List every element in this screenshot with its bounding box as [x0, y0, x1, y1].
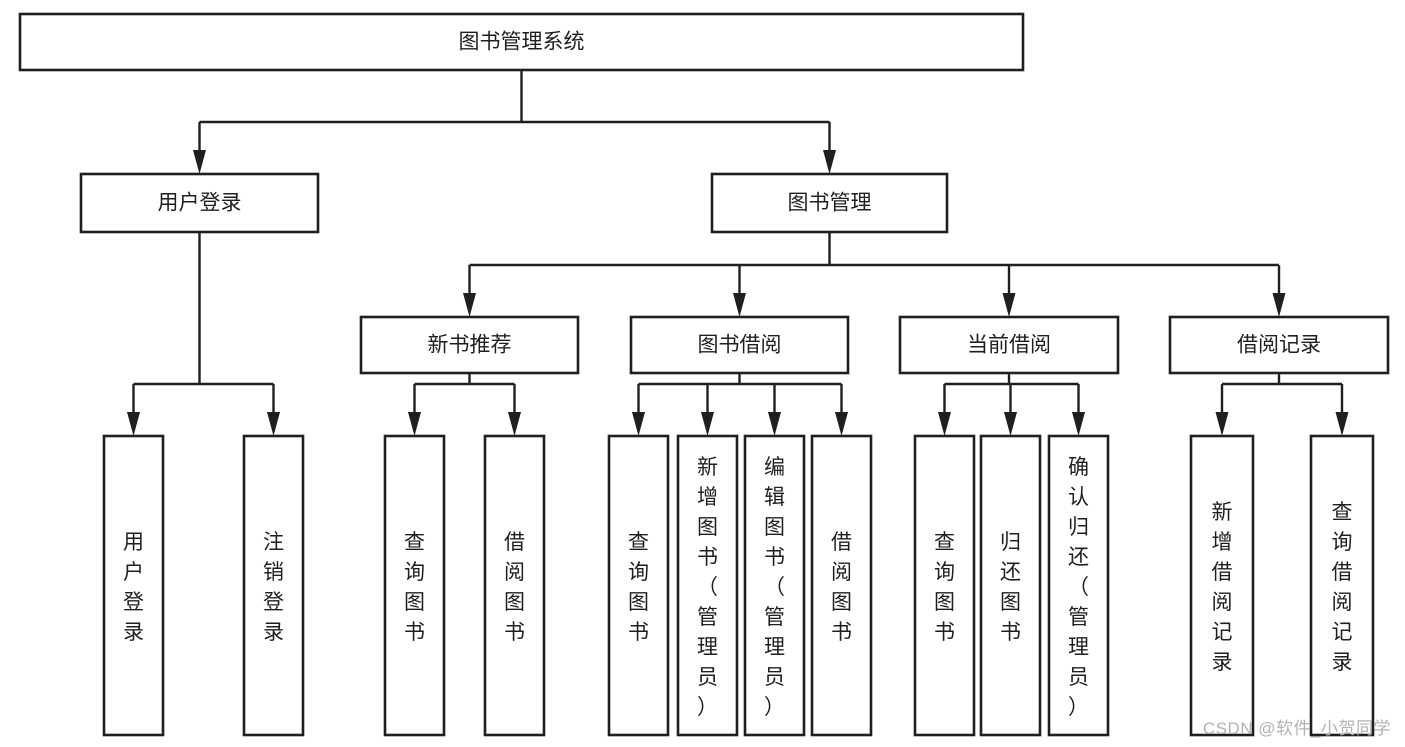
- arrow-head-leaf-logout: [267, 412, 280, 436]
- connector-group-root: [193, 70, 836, 174]
- node-box-leaf-query-book-borrow: [607, 434, 670, 737]
- arrow-head-leaf-query-borrow-record: [1335, 412, 1349, 436]
- node-new-book-recommend[interactable]: 新书推荐: [359, 315, 580, 375]
- arrow-head-book-management: [823, 150, 836, 174]
- arrow-head-leaf-add-book-admin: [701, 412, 714, 436]
- node-label-book-management: 图书管理: [788, 192, 872, 215]
- node-box-leaf-logout: [242, 434, 305, 737]
- node-label-user-login: 用户登录: [158, 192, 242, 215]
- arrow-head-leaf-edit-book-admin: [768, 412, 781, 436]
- node-leaf-query-book-recommend[interactable]: 查询图书: [383, 434, 446, 737]
- connector-group-current-borrow: [938, 373, 1085, 436]
- node-label-leaf-query-borrow-record: 查询借阅记录: [1332, 501, 1353, 674]
- arrow-head-user-login: [193, 150, 206, 174]
- node-box-leaf-confirm-return-admin: [1047, 434, 1110, 737]
- node-label-leaf-logout: 注销登录: [263, 531, 284, 644]
- arrow-head-book-borrow: [733, 293, 746, 317]
- arrow-head-leaf-borrow-book-recommend: [508, 412, 521, 436]
- arrow-head-leaf-confirm-return-admin: [1072, 412, 1085, 436]
- node-label-leaf-confirm-return-admin: 确认归还（管理员）: [1068, 456, 1089, 719]
- node-leaf-query-borrow-record[interactable]: 查询借阅记录: [1309, 434, 1375, 737]
- node-label-borrow-records: 借阅记录: [1237, 334, 1321, 357]
- node-current-borrow[interactable]: 当前借阅: [898, 315, 1120, 375]
- node-box-book-borrow: [629, 315, 850, 375]
- node-box-leaf-add-borrow-record: [1189, 434, 1255, 737]
- node-box-leaf-query-book-recommend: [383, 434, 446, 737]
- node-leaf-logout[interactable]: 注销登录: [242, 434, 305, 737]
- node-leaf-user-login[interactable]: 用户登录: [102, 434, 165, 737]
- arrow-head-leaf-add-borrow-record: [1215, 412, 1229, 436]
- node-leaf-query-book-borrow[interactable]: 查询图书: [607, 434, 670, 737]
- node-label-leaf-borrow-book: 借阅图书: [831, 531, 852, 644]
- node-label-book-borrow: 图书借阅: [698, 334, 782, 357]
- node-book-borrow[interactable]: 图书借阅: [629, 315, 850, 375]
- node-box-user-login: [79, 172, 320, 234]
- node-leaf-add-borrow-record[interactable]: 新增借阅记录: [1189, 434, 1255, 737]
- node-box-leaf-borrow-book-recommend: [483, 434, 546, 737]
- node-box-leaf-query-borrow-record: [1309, 434, 1375, 737]
- node-box-leaf-edit-book-admin: [743, 434, 806, 737]
- arrow-head-leaf-borrow-book: [835, 412, 848, 436]
- node-label-current-borrow: 当前借阅: [967, 334, 1051, 357]
- node-box-leaf-query-book-current: [913, 434, 976, 737]
- node-leaf-borrow-book-recommend[interactable]: 借阅图书: [483, 434, 546, 737]
- node-label-root: 图书管理系统: [459, 31, 585, 54]
- node-box-borrow-records: [1168, 315, 1390, 375]
- node-label-leaf-borrow-book-recommend: 借阅图书: [504, 531, 525, 644]
- node-label-leaf-edit-book-admin: 编辑图书（管理员）: [764, 456, 785, 719]
- node-label-leaf-add-book-admin: 新增图书（管理员）: [697, 456, 718, 719]
- node-leaf-return-book[interactable]: 归还图书: [979, 434, 1042, 737]
- node-leaf-borrow-book[interactable]: 借阅图书: [810, 434, 873, 737]
- arrow-head-current-borrow: [1002, 293, 1016, 317]
- node-layer: 图书管理系统用户登录图书管理新书推荐图书借阅当前借阅借阅记录用户登录注销登录查询…: [18, 12, 1390, 737]
- node-box-leaf-borrow-book: [810, 434, 873, 737]
- node-box-leaf-user-login: [102, 434, 165, 737]
- arrow-head-borrow-records: [1272, 293, 1286, 317]
- connector-group-new-book-recommend: [408, 373, 521, 436]
- connector-group-user-login: [127, 232, 280, 436]
- connector-group-book-management: [463, 232, 1286, 317]
- node-box-book-management: [710, 172, 949, 234]
- node-label-leaf-query-book-current: 查询图书: [934, 531, 955, 644]
- connector-group-borrow-records: [1215, 373, 1349, 436]
- node-book-management[interactable]: 图书管理: [710, 172, 949, 234]
- node-label-leaf-query-book-recommend: 查询图书: [404, 531, 425, 644]
- arrow-head-leaf-query-book-current: [938, 412, 951, 436]
- node-leaf-confirm-return-admin[interactable]: 确认归还（管理员）: [1047, 434, 1110, 737]
- node-label-leaf-add-borrow-record: 新增借阅记录: [1212, 501, 1233, 674]
- arrow-head-leaf-return-book: [1004, 412, 1017, 436]
- connector-group-book-borrow: [632, 373, 848, 436]
- arrow-head-leaf-query-book-recommend: [408, 412, 421, 436]
- node-box-new-book-recommend: [359, 315, 580, 375]
- arrow-head-new-book-recommend: [463, 293, 476, 317]
- node-box-leaf-add-book-admin: [676, 434, 739, 737]
- node-box-current-borrow: [898, 315, 1120, 375]
- arrow-head-leaf-query-book-borrow: [632, 412, 645, 436]
- node-borrow-records[interactable]: 借阅记录: [1168, 315, 1390, 375]
- node-root[interactable]: 图书管理系统: [18, 12, 1025, 72]
- node-leaf-add-book-admin[interactable]: 新增图书（管理员）: [676, 434, 739, 737]
- node-leaf-edit-book-admin[interactable]: 编辑图书（管理员）: [743, 434, 806, 737]
- node-box-leaf-return-book: [979, 434, 1042, 737]
- node-leaf-query-book-current[interactable]: 查询图书: [913, 434, 976, 737]
- node-user-login[interactable]: 用户登录: [79, 172, 320, 234]
- node-label-leaf-return-book: 归还图书: [1000, 531, 1021, 644]
- node-box-root: [18, 12, 1025, 72]
- node-label-new-book-recommend: 新书推荐: [428, 334, 512, 357]
- node-label-leaf-user-login: 用户登录: [123, 531, 144, 644]
- connector-layer: [127, 70, 1349, 436]
- node-label-leaf-query-book-borrow: 查询图书: [628, 531, 649, 644]
- arrow-head-leaf-user-login: [127, 412, 140, 436]
